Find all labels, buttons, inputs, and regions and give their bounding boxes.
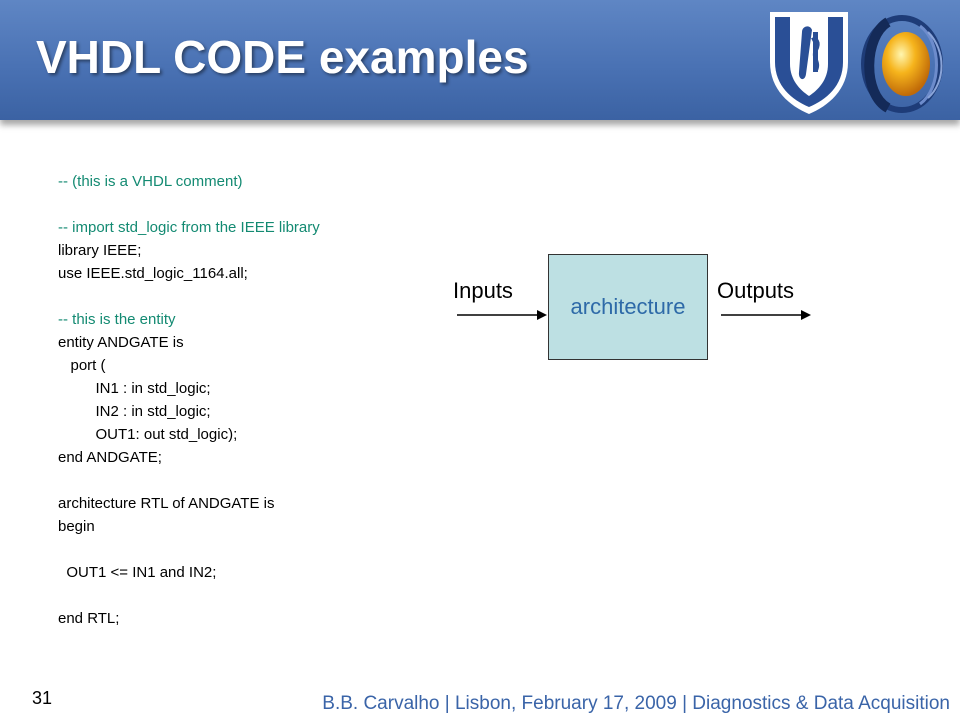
inputs-label: Inputs [453,278,513,303]
code-comment-line: -- (this is a VHDL comment) [58,173,243,190]
code-line: end ANDGATE; [58,449,162,466]
code-line: OUT1 <= IN1 and IN2; [58,564,217,581]
code-blank-line [58,285,398,308]
code-blank-line [58,469,398,492]
outputs-label: Outputs [717,278,795,303]
code-line: begin [58,518,95,535]
slide-title: VHDL CODE examples [36,31,529,83]
slide-header: VHDL CODE examples [0,0,960,120]
code-blank-line [58,193,398,216]
architecture-label: architecture [570,294,686,319]
arrow-right-icon [457,310,547,320]
code-line: end RTL; [58,610,120,627]
vhdl-code-block: -- (this is a VHDL comment) -- import std… [58,170,398,630]
code-line: use IEEE.std_logic_1164.all; [58,265,248,282]
architecture-box: architecture [548,254,708,360]
slide-number: 31 [32,688,53,708]
arrow-right-icon [721,310,811,320]
code-blank-line [58,584,398,607]
code-blank-line [58,538,398,561]
slide-footer: B.B. Carvalho | Lisbon, February 17, 200… [322,693,950,714]
code-line: architecture RTL of ANDGATE is [58,495,275,512]
ist-shield-logo-icon [770,12,848,114]
code-line: IN1 : in std_logic; [58,380,211,397]
code-line: OUT1: out std_logic); [58,426,238,443]
ipfn-ring-logo-icon [861,15,943,113]
code-line: port ( [58,357,106,374]
code-line: library IEEE; [58,242,142,259]
code-comment-line: -- this is the entity [58,311,176,328]
code-comment-line: -- import std_logic from the IEEE librar… [58,219,320,236]
code-line: entity ANDGATE is [58,334,184,351]
code-line: IN2 : in std_logic; [58,403,211,420]
